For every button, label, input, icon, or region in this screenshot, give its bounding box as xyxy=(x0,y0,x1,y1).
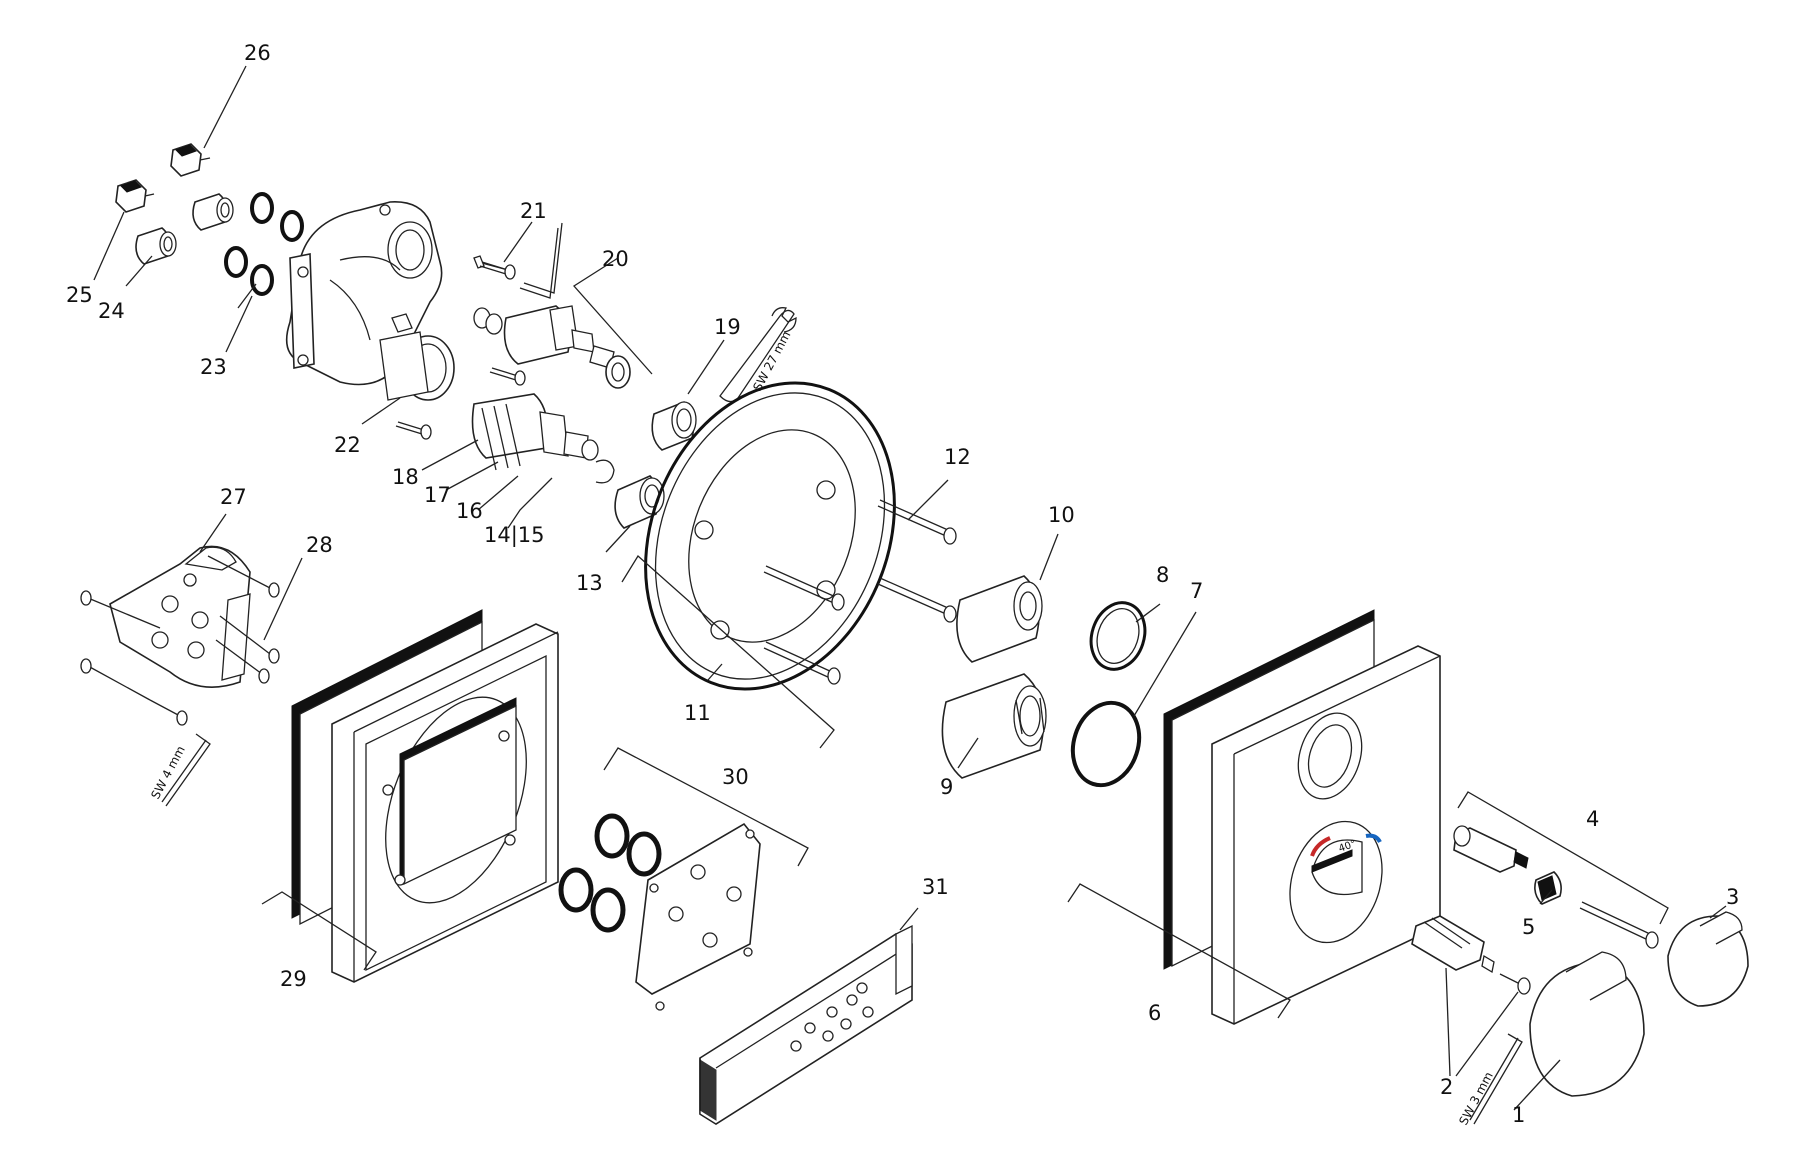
callout-4: 4 xyxy=(1586,807,1599,831)
part-20-cartridge-upper xyxy=(473,305,631,389)
part-31-rail xyxy=(699,924,913,1125)
part-4-spindle xyxy=(1453,825,1529,873)
callout-19: 19 xyxy=(714,315,741,339)
part-9-extension xyxy=(941,673,1047,779)
callout-8: 8 xyxy=(1156,563,1169,587)
callout-30: 30 xyxy=(722,765,749,789)
callout-21: 21 xyxy=(520,199,547,223)
callout-2: 2 xyxy=(1440,1075,1453,1099)
part-23-o-rings xyxy=(224,192,304,296)
callout-5: 5 xyxy=(1522,915,1535,939)
part-7-ring xyxy=(1070,700,1142,788)
tool-label-sw3: SW 3 mm xyxy=(1456,1070,1496,1128)
callout-6: 6 xyxy=(1148,1001,1161,1025)
part-3-knob xyxy=(1667,911,1749,1007)
callout-31: 31 xyxy=(922,875,949,899)
part-30-rings-and-plate xyxy=(558,813,761,1011)
part-22-valve-body xyxy=(285,201,455,401)
callout-27: 27 xyxy=(220,485,247,509)
callout-3: 3 xyxy=(1726,885,1739,909)
part-sleeve-upper xyxy=(192,193,234,231)
callout-7: 7 xyxy=(1190,579,1203,603)
part-screw-lower xyxy=(395,421,432,440)
callout-16: 16 xyxy=(456,499,483,523)
callout-29: 29 xyxy=(280,967,307,991)
callout-13: 13 xyxy=(576,571,603,595)
hex-key-upper xyxy=(519,222,563,299)
part-5-adapter xyxy=(1534,871,1562,905)
part-29-frame xyxy=(291,609,559,983)
part-10-extension xyxy=(956,575,1043,663)
leader-lines xyxy=(93,65,1727,1111)
callout-11: 11 xyxy=(684,701,711,725)
part-screw-mid xyxy=(489,367,526,386)
callout-18: 18 xyxy=(392,465,419,489)
callout-26: 26 xyxy=(244,41,271,65)
part-13-retaining-ring xyxy=(614,475,665,529)
callout-23: 23 xyxy=(200,355,227,379)
callout-9: 9 xyxy=(940,775,953,799)
hex-key-sw4: SW 4 mm xyxy=(148,733,211,807)
callout-28: 28 xyxy=(306,533,333,557)
part-6-trim-plate: 40° xyxy=(1163,609,1441,1025)
part-12-screws xyxy=(877,499,957,623)
part-26-check-valve xyxy=(170,143,211,177)
part-4-screw xyxy=(1579,901,1659,949)
callout-25: 25 xyxy=(66,283,93,307)
callout-10: 10 xyxy=(1048,503,1075,527)
callout-17: 17 xyxy=(424,483,451,507)
part-28-screws xyxy=(80,555,280,726)
callout-numbers: 1 2 3 4 5 6 7 8 9 10 11 12 13 14|15 16 1… xyxy=(66,41,1739,1127)
part-8-ring xyxy=(1089,601,1147,671)
callout-14-15: 14|15 xyxy=(484,523,545,548)
part-25-check-valve xyxy=(115,179,155,213)
callout-22: 22 xyxy=(334,433,361,457)
callout-24: 24 xyxy=(98,299,125,323)
part-19-nut xyxy=(651,401,697,451)
part-24-sleeve xyxy=(135,227,177,265)
part-16-cartridge-lower xyxy=(471,393,615,484)
part-21-screw xyxy=(473,255,516,280)
part-2-spline xyxy=(1411,915,1495,974)
part-2-screw xyxy=(1499,973,1531,995)
callout-1: 1 xyxy=(1512,1103,1525,1127)
part-11-round-plate xyxy=(644,381,896,691)
callout-20: 20 xyxy=(602,247,629,271)
callout-12: 12 xyxy=(944,445,971,469)
part-11-screws xyxy=(763,565,845,685)
